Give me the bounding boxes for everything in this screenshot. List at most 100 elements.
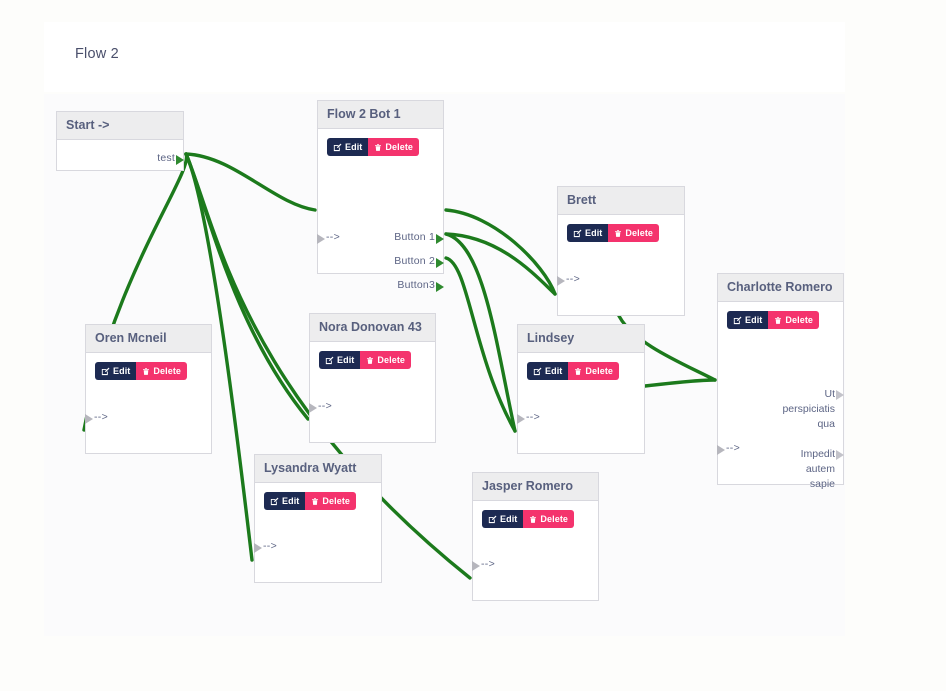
edit-button-lindsey[interactable]: Edit <box>527 362 569 380</box>
output-port-start-0[interactable]: test <box>157 152 184 165</box>
edit-button-nora[interactable]: Edit <box>319 351 361 369</box>
flow-edge-btn3-to-lindsey <box>444 256 517 433</box>
edit-button-lysandra[interactable]: Edit <box>264 492 306 510</box>
pencil-square-icon <box>733 316 742 324</box>
input-port-nora[interactable]: --> <box>309 400 332 413</box>
node-title-oren: Oren Mcneil <box>86 325 211 353</box>
output-port-charlotte-0[interactable]: Ut perspiciatis qua <box>782 387 844 432</box>
output-port-marker-icon <box>436 258 444 268</box>
input-port-marker-icon <box>472 561 480 571</box>
node-actions-lysandra: Edit Delete <box>264 492 357 510</box>
edit-button-brett[interactable]: Edit <box>567 224 609 242</box>
edit-button-label: Edit <box>745 315 763 325</box>
trash-icon <box>143 367 150 375</box>
flow-node-start[interactable]: Start ->test <box>56 111 184 171</box>
input-port-lindsey[interactable]: --> <box>517 411 540 424</box>
edit-button-label: Edit <box>500 514 518 524</box>
trash-icon <box>615 229 622 237</box>
node-body-brett: Edit Delete --> <box>557 215 684 316</box>
node-actions-charlotte: Edit Delete <box>727 311 820 329</box>
input-port-lysandra[interactable]: --> <box>254 540 277 553</box>
output-port-marker-icon <box>436 282 444 292</box>
node-actions-lindsey: Edit Delete <box>527 362 620 380</box>
flow-edge-btn2-to-brett <box>444 232 557 296</box>
node-title-lysandra: Lysandra Wyatt <box>255 455 381 483</box>
delete-button-label: Delete <box>377 355 406 365</box>
node-title-lindsey: Lindsey <box>518 325 644 353</box>
output-port-marker-icon <box>436 234 444 244</box>
input-port-jasper[interactable]: --> <box>472 558 495 571</box>
input-port-brett[interactable]: --> <box>557 273 580 286</box>
output-port-flow2bot1-0[interactable]: Button 1 <box>394 231 444 244</box>
output-port-flow2bot1-2[interactable]: Button3 <box>397 279 444 292</box>
input-port-marker-icon <box>717 445 725 455</box>
trash-icon <box>575 367 582 375</box>
node-actions-jasper: Edit Delete <box>482 510 575 528</box>
delete-button-label: Delete <box>322 496 351 506</box>
pencil-square-icon <box>333 143 342 151</box>
node-body-lysandra: Edit Delete --> <box>254 483 381 583</box>
input-port-oren[interactable]: --> <box>85 411 108 424</box>
delete-button-lysandra[interactable]: Delete <box>305 492 357 510</box>
pencil-square-icon <box>533 367 542 375</box>
flow-edge-btn2-to-lindsey <box>444 232 517 433</box>
input-port-flow2bot1[interactable]: --> <box>317 231 340 244</box>
edit-button-label: Edit <box>545 366 563 376</box>
delete-button-lindsey[interactable]: Delete <box>568 362 620 380</box>
edit-button-label: Edit <box>337 355 355 365</box>
delete-button-label: Delete <box>585 366 614 376</box>
edit-button-label: Edit <box>113 366 131 376</box>
output-port-marker-icon <box>176 155 184 165</box>
trash-icon <box>775 316 782 324</box>
delete-button-charlotte[interactable]: Delete <box>768 311 820 329</box>
edit-button-label: Edit <box>345 142 363 152</box>
output-port-charlotte-1[interactable]: Impedit autem sapie <box>801 447 844 492</box>
pencil-square-icon <box>325 356 334 364</box>
trash-icon <box>375 143 382 151</box>
delete-button-label: Delete <box>625 228 654 238</box>
output-port-marker-icon <box>836 390 844 400</box>
flow-edge-start-to-flow2bot1 <box>184 152 317 212</box>
output-port-flow2bot1-1[interactable]: Button 2 <box>394 255 444 268</box>
delete-button-nora[interactable]: Delete <box>360 351 412 369</box>
delete-button-brett[interactable]: Delete <box>608 224 660 242</box>
input-port-charlotte[interactable]: --> <box>717 442 740 455</box>
edit-button-flow2bot1[interactable]: Edit <box>327 138 369 156</box>
delete-button-jasper[interactable]: Delete <box>523 510 575 528</box>
output-port-marker-icon <box>836 450 844 460</box>
node-title-nora: Nora Donovan 43 <box>310 314 435 342</box>
node-title-jasper: Jasper Romero <box>473 473 598 501</box>
edit-button-oren[interactable]: Edit <box>95 362 137 380</box>
edit-button-label: Edit <box>282 496 300 506</box>
node-body-lindsey: Edit Delete --> <box>517 353 644 454</box>
node-actions-nora: Edit Delete <box>319 351 412 369</box>
flow-edge-btn1-to-brett <box>444 208 557 296</box>
pencil-square-icon <box>488 515 497 523</box>
node-actions-brett: Edit Delete <box>567 224 660 242</box>
flow-edge-lindsey-to-charlotte <box>643 378 717 388</box>
input-port-marker-icon <box>85 414 93 424</box>
node-title-charlotte: Charlotte Romero <box>718 274 843 302</box>
node-title-brett: Brett <box>558 187 684 215</box>
node-body-flow2bot1: Edit Delete --> Button 1 Button 2 Button3 <box>317 129 444 292</box>
input-port-marker-icon <box>517 414 525 424</box>
delete-button-flow2bot1[interactable]: Delete <box>368 138 420 156</box>
edit-button-jasper[interactable]: Edit <box>482 510 524 528</box>
delete-button-oren[interactable]: Delete <box>136 362 188 380</box>
node-actions-flow2bot1: Edit Delete <box>327 138 420 156</box>
edit-button-charlotte[interactable]: Edit <box>727 311 769 329</box>
node-actions-oren: Edit Delete <box>95 362 188 380</box>
flow-header-card: Flow 2 <box>44 22 845 92</box>
delete-button-label: Delete <box>785 315 814 325</box>
trash-icon <box>312 497 319 505</box>
flow-node-nora[interactable]: Nora Donovan 43 Edit Delete --> <box>309 313 436 443</box>
